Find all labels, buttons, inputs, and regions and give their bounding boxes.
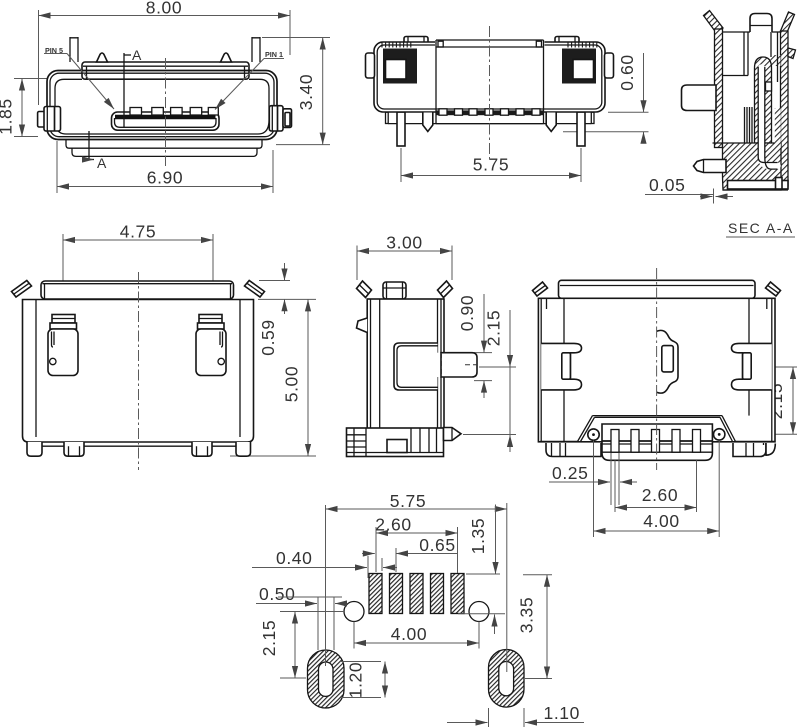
svg-text:2.15: 2.15 <box>259 620 279 656</box>
svg-text:2.60: 2.60 <box>642 485 678 505</box>
svg-text:0.40: 0.40 <box>276 548 312 568</box>
svg-text:1.20: 1.20 <box>346 662 366 698</box>
svg-text:0.90: 0.90 <box>457 295 477 331</box>
svg-text:2.60: 2.60 <box>375 515 411 535</box>
svg-text:0.25: 0.25 <box>552 463 588 483</box>
svg-text:SEC A-A: SEC A-A <box>728 220 794 236</box>
svg-text:4.00: 4.00 <box>391 624 427 644</box>
svg-text:0.60: 0.60 <box>617 54 637 90</box>
svg-text:3.00: 3.00 <box>386 233 422 253</box>
svg-text:1.35: 1.35 <box>468 518 488 554</box>
svg-text:0.65: 0.65 <box>419 535 455 555</box>
svg-text:1.10: 1.10 <box>544 703 580 723</box>
svg-text:A: A <box>132 47 142 63</box>
svg-text:0.05: 0.05 <box>649 175 685 195</box>
svg-text:0.50: 0.50 <box>259 584 295 604</box>
svg-text:3.40: 3.40 <box>296 74 316 110</box>
svg-text:5.75: 5.75 <box>390 491 426 511</box>
svg-text:2.15: 2.15 <box>484 310 504 346</box>
svg-text:8.00: 8.00 <box>146 0 182 18</box>
svg-text:PIN 5: PIN 5 <box>45 46 63 55</box>
svg-text:5.75: 5.75 <box>473 155 509 175</box>
svg-text:6.90: 6.90 <box>147 168 183 188</box>
svg-text:4.75: 4.75 <box>120 222 156 242</box>
svg-text:4.00: 4.00 <box>643 511 679 531</box>
svg-text:PIN 1: PIN 1 <box>265 50 283 59</box>
svg-text:1.85: 1.85 <box>0 98 16 134</box>
svg-text:A: A <box>97 155 107 171</box>
svg-text:3.35: 3.35 <box>517 597 537 633</box>
svg-text:5.00: 5.00 <box>282 366 302 402</box>
svg-text:0.59: 0.59 <box>258 319 278 355</box>
